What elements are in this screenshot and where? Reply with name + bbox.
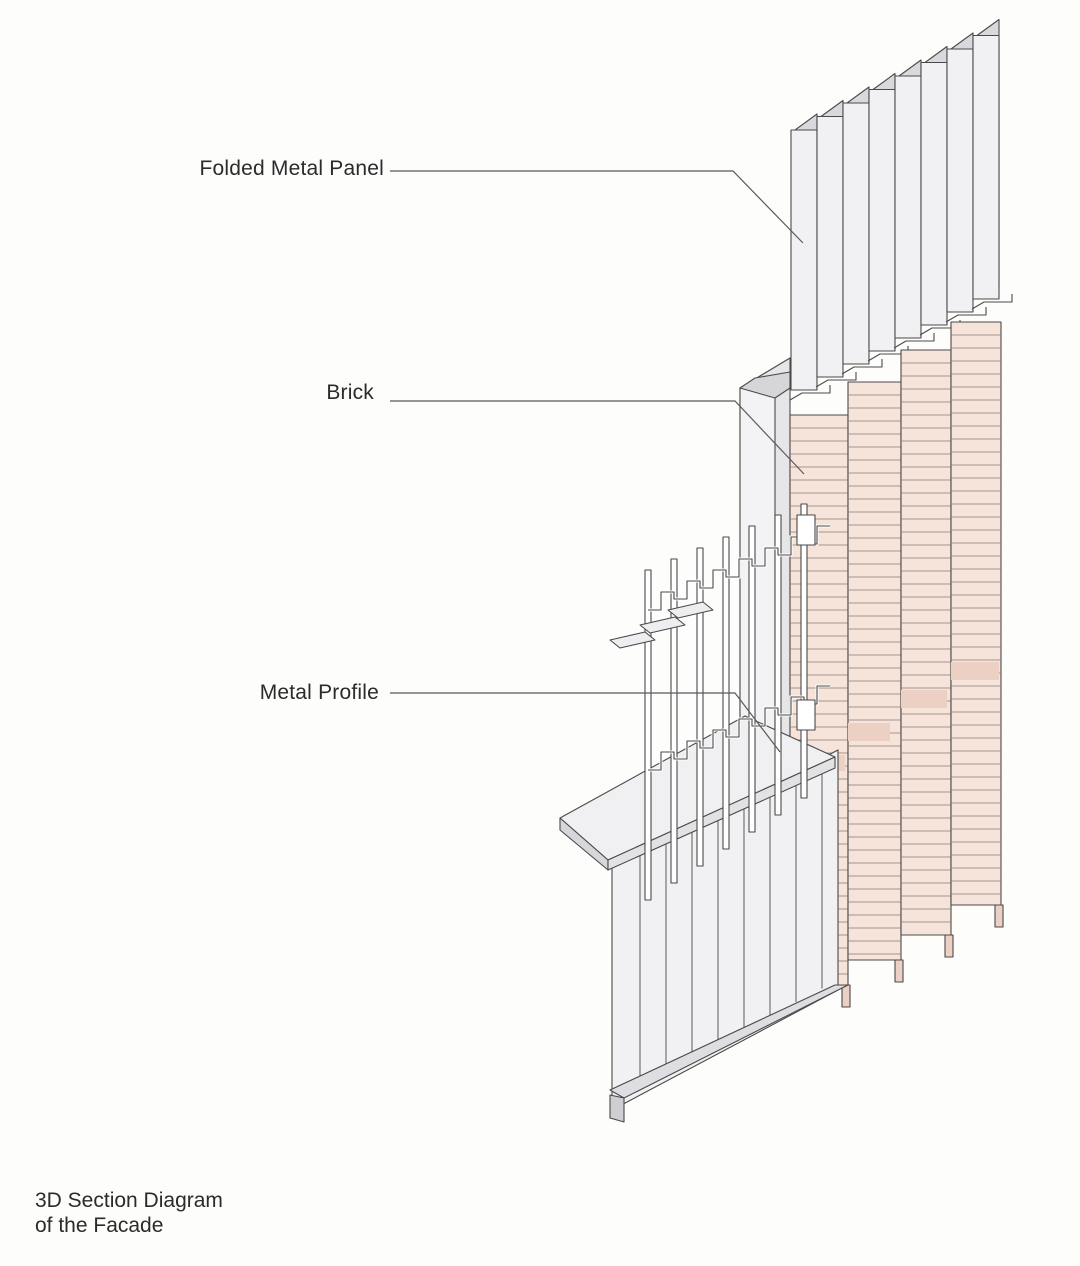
metal-profile-post xyxy=(748,525,756,833)
panel-bracket xyxy=(893,333,935,349)
label-metal-profile: Metal Profile xyxy=(259,681,379,704)
leader-line-metal-profile xyxy=(390,692,781,753)
metal-profile-post xyxy=(774,514,782,816)
folded-metal-panel-group xyxy=(789,18,1013,401)
label-brick: Brick xyxy=(326,381,374,404)
profile-bracket xyxy=(667,601,714,619)
panel-bracket xyxy=(789,385,831,401)
brick-column xyxy=(900,349,952,936)
metal-panel-fin xyxy=(816,115,844,378)
metal-panel-fin xyxy=(868,88,896,352)
base-plinth-top xyxy=(609,984,849,1099)
panel-bracket xyxy=(815,372,857,388)
caption-line-2: of the Facade xyxy=(35,1214,164,1237)
shaded-brick xyxy=(951,662,999,680)
base-plinth-end xyxy=(609,1094,625,1123)
profile-zigzag xyxy=(648,685,830,771)
metal-panel-fin xyxy=(790,129,818,391)
figure-caption: 3D Section Diagram of the Facade xyxy=(35,1188,223,1238)
wall-top-cap xyxy=(739,371,791,399)
brick-column xyxy=(950,321,1002,906)
metal-panel-fin xyxy=(894,75,922,339)
metal-panel-fin xyxy=(842,102,870,365)
brick-step xyxy=(894,959,904,983)
shaded-brick xyxy=(901,690,947,708)
caption-line-1: 3D Section Diagram xyxy=(35,1189,223,1212)
profile-wall-anchor xyxy=(796,514,816,546)
brick-step xyxy=(944,934,954,958)
metal-profile-post xyxy=(696,547,704,867)
panel-bracket xyxy=(971,294,1013,310)
brick-step xyxy=(994,904,1004,928)
label-folded-metal-panel: Folded Metal Panel xyxy=(199,157,384,180)
leader-line-brick xyxy=(390,400,805,475)
metal-profile-post xyxy=(670,558,678,884)
brick-step xyxy=(841,984,851,1008)
panel-bracket xyxy=(945,307,987,323)
leader-lines xyxy=(390,170,805,753)
metal-panel-fin xyxy=(920,61,948,326)
panel-bracket xyxy=(841,359,883,375)
brick-column xyxy=(847,381,902,961)
profile-wall-anchor xyxy=(796,699,816,731)
metal-profile-post xyxy=(644,569,652,901)
metal-panel-fin xyxy=(946,48,974,313)
profile-bracket xyxy=(609,631,656,649)
profile-bracket xyxy=(639,616,686,634)
metal-panel-fin xyxy=(972,34,1000,300)
metal-profile-post xyxy=(800,503,808,799)
leader-line-folded-metal-panel xyxy=(390,170,804,244)
shaded-brick xyxy=(848,723,890,741)
